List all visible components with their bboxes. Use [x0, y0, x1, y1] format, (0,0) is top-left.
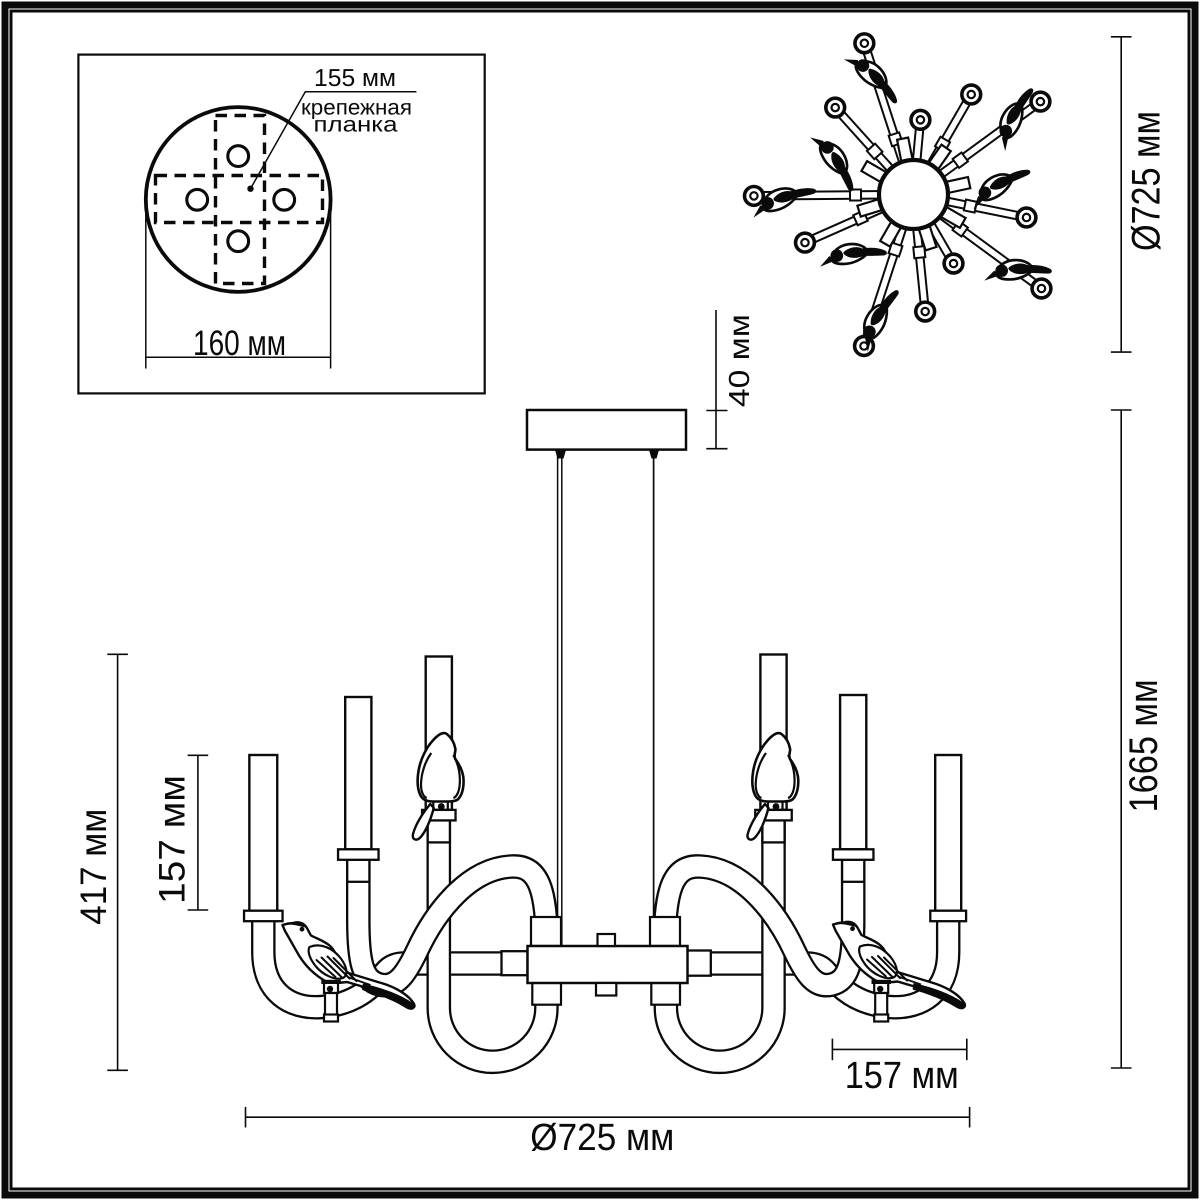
svg-text:планка: планка	[314, 113, 398, 137]
svg-text:155 мм: 155 мм	[314, 65, 396, 92]
svg-text:1665 мм: 1665 мм	[1122, 679, 1166, 812]
svg-text:40 мм: 40 мм	[724, 314, 756, 407]
svg-text:160 мм: 160 мм	[193, 323, 286, 363]
svg-text:крепежная: крепежная	[301, 96, 412, 120]
svg-text:Ø725 мм: Ø725 мм	[1125, 111, 1169, 251]
svg-text:157 мм: 157 мм	[845, 1055, 959, 1097]
svg-text:157 мм: 157 мм	[152, 775, 193, 904]
svg-text:417 мм: 417 мм	[73, 809, 114, 925]
svg-text:Ø725 мм: Ø725 мм	[530, 1117, 674, 1159]
